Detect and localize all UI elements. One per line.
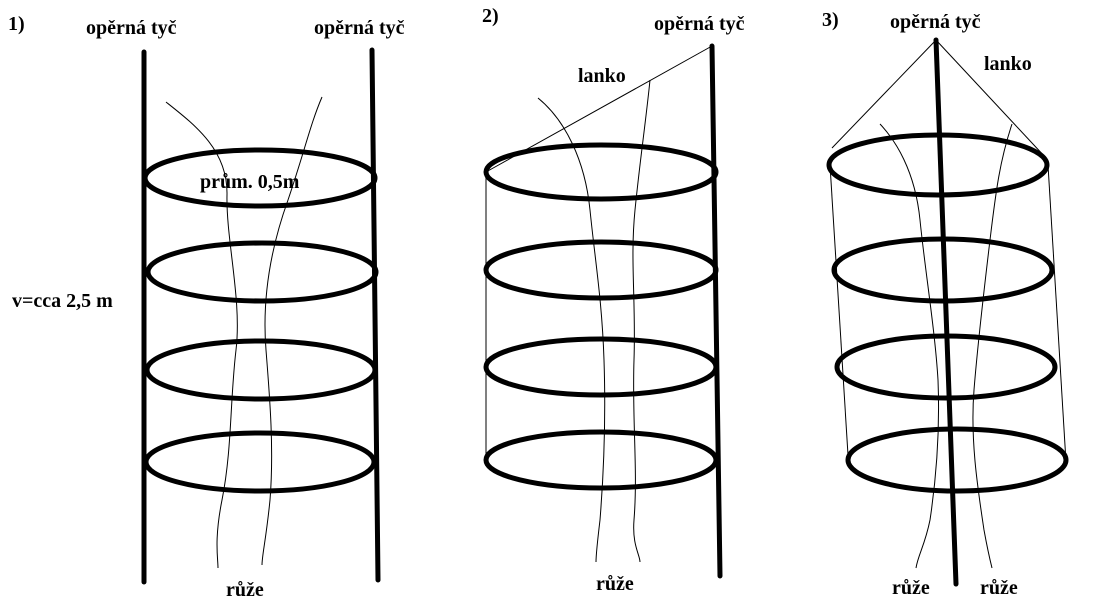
panel-3-cable [831, 39, 937, 149]
panel-3-rose-stem [879, 123, 940, 569]
panel-1-ring [143, 430, 377, 494]
panel-2-cable-label: lanko [578, 65, 626, 87]
panel-1-rose-label: růže [226, 579, 264, 601]
panel-2-rose-stem [537, 97, 606, 563]
panel-3-ring [845, 426, 1069, 494]
panel-1-rose-stem [261, 96, 323, 566]
panel-3-rose-label-left: růže [892, 577, 930, 599]
panel-1-ring [144, 338, 378, 402]
panel-2-number: 2) [482, 5, 499, 27]
panel-3-rose-label-right: růže [980, 577, 1018, 599]
panel-3-side-cable [1047, 164, 1067, 463]
panel-1-number: 1) [8, 13, 25, 35]
panel-3-ring [831, 236, 1055, 304]
panel-3-pole [933, 37, 959, 587]
panel-3-pole-label: opěrná tyč [890, 11, 981, 33]
panel-1-height-label: v=cca 2,5 m [12, 290, 113, 312]
panel-1-left-pole-label: opěrná tyč [86, 17, 177, 39]
panel-2: 2) opěrná tyč lanko růže [482, 5, 745, 595]
panel-3-cable [935, 39, 1047, 159]
panel-2-pole [709, 43, 723, 579]
panel-1-ring [145, 240, 379, 304]
panel-2-pole-label: opěrná tyč [654, 13, 745, 35]
panel-2-ring [483, 142, 719, 202]
panel-1-right-pole-label: opěrná tyč [314, 17, 405, 39]
panel-3-rose-stem [972, 123, 1013, 569]
panel-1-diameter-label: prům. 0,5m [200, 171, 300, 193]
panel-3-ring [826, 132, 1050, 198]
panel-2-ring [483, 429, 719, 491]
panel-3-number: 3) [822, 9, 839, 31]
panel-3-side-cable [829, 164, 849, 456]
panel-3-ring [834, 333, 1058, 401]
panel-1-ring [142, 147, 378, 209]
panel-1-right-pole [369, 47, 381, 583]
panel-2-ring [483, 239, 719, 301]
panel-2-rose-stem [632, 79, 651, 563]
panel-3-cable-label: lanko [984, 53, 1032, 75]
panel-3: 3) opěrná tyč lanko růže růže [822, 9, 1069, 599]
panel-2-ring [483, 336, 719, 398]
panel-1: 1) opěrná tyč opěrná tyč prům. 0,5m v=cc… [8, 13, 405, 601]
panel-2-rose-label: růže [596, 573, 634, 595]
